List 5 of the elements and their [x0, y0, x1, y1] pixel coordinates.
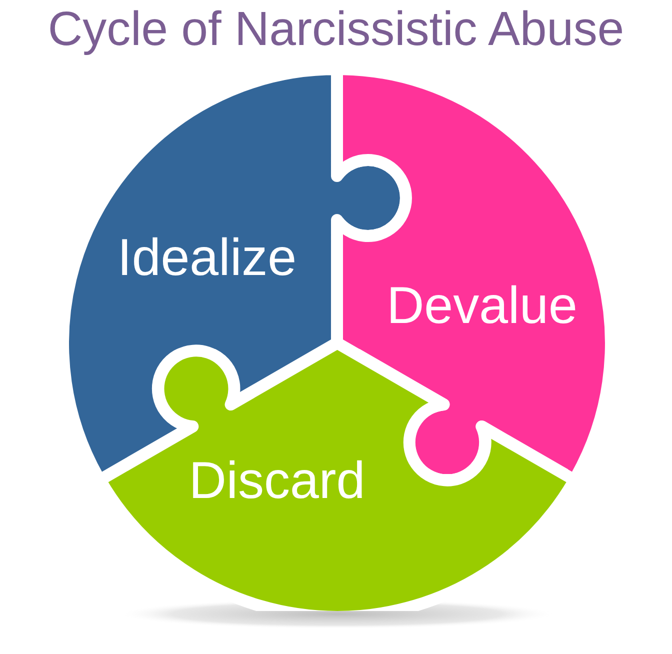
title: Cycle of Narcissistic Abuse	[48, 6, 624, 54]
piece-label: Devalue	[386, 280, 578, 332]
piece-label: Idealize	[117, 232, 297, 284]
puzzle-piece	[106, 349, 568, 611]
piece-label: Discard	[188, 455, 366, 507]
